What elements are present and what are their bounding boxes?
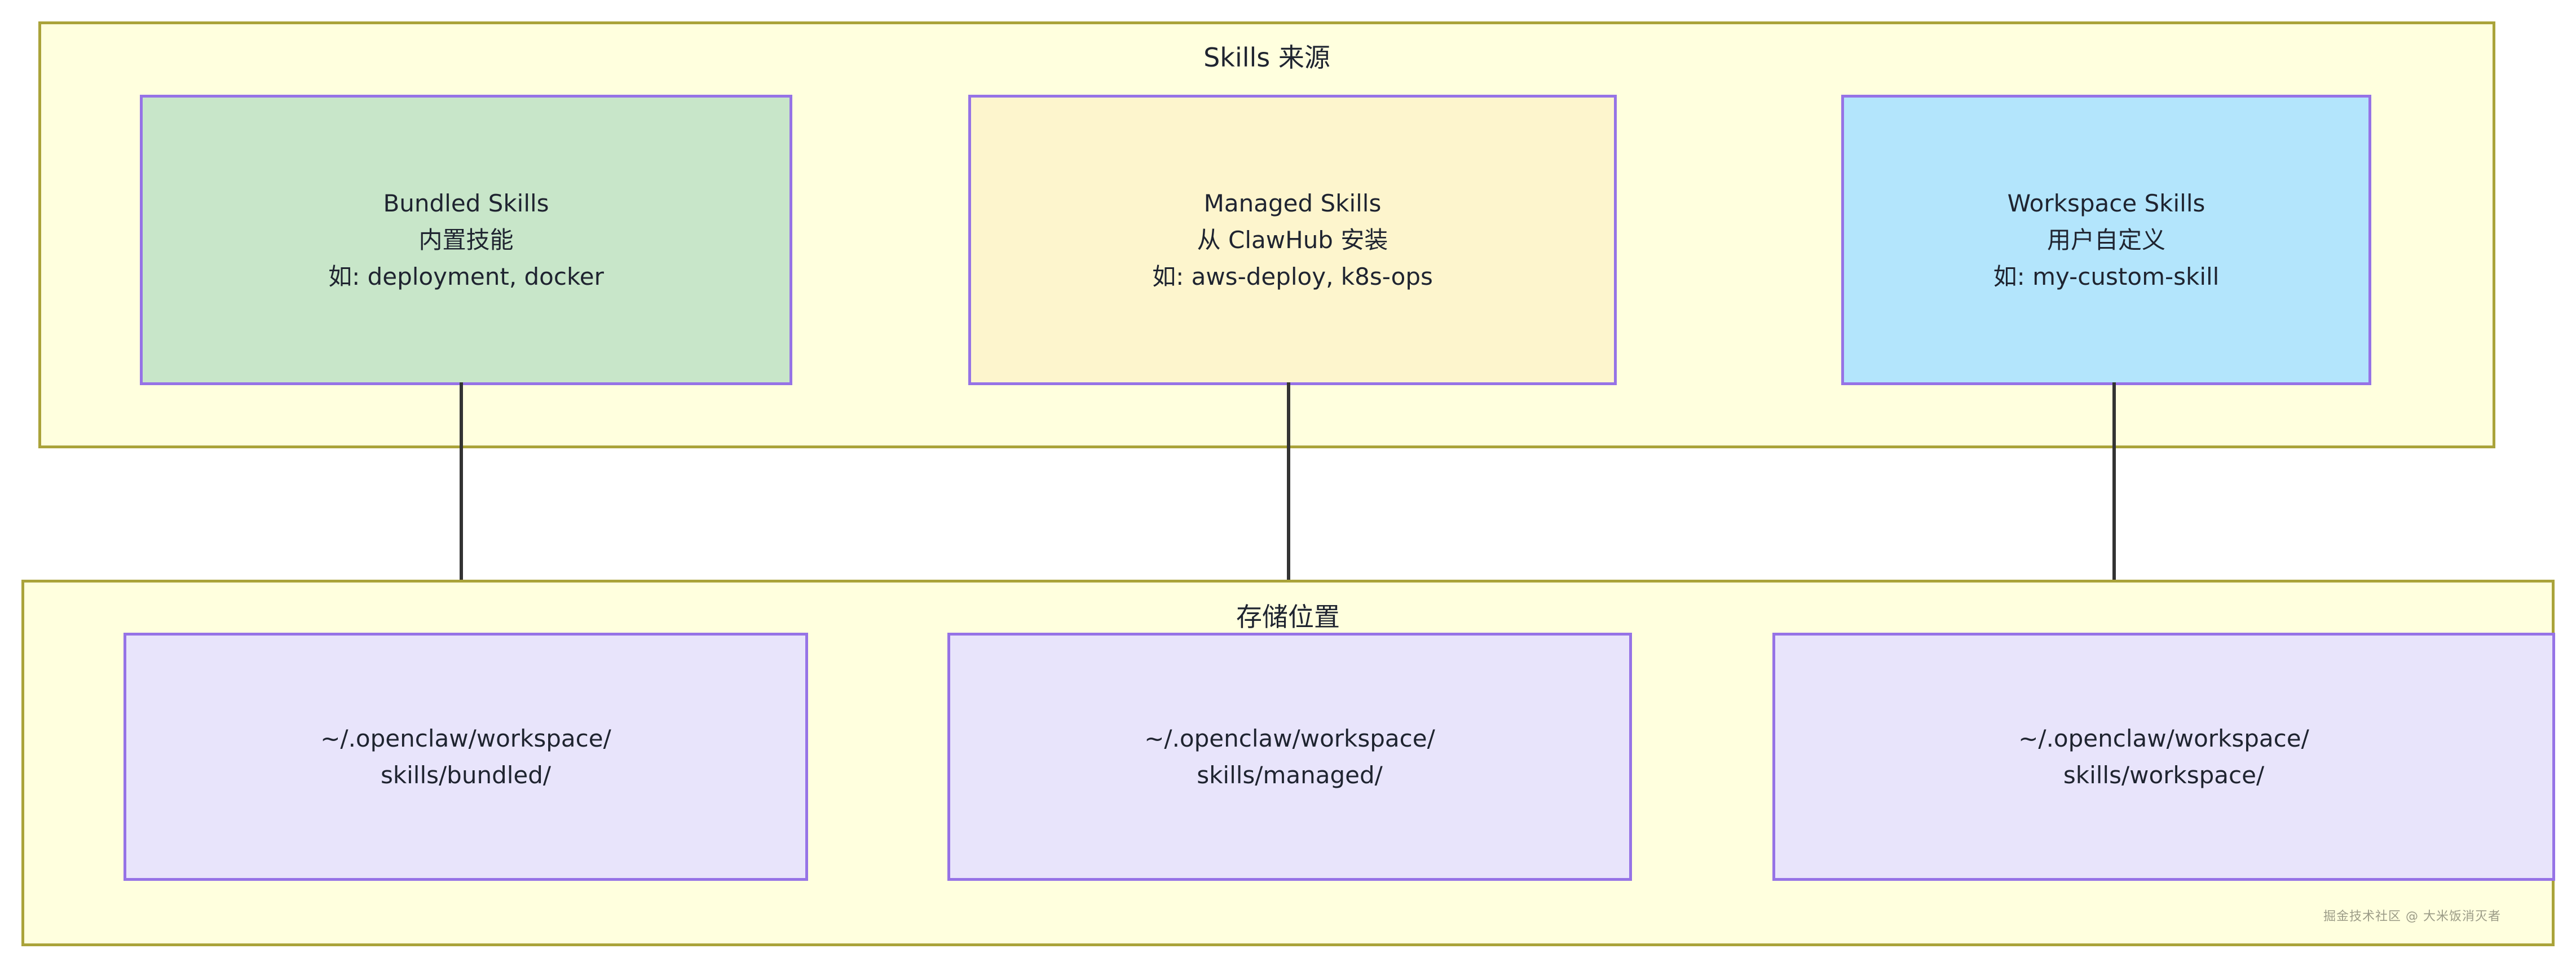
- node-managed-subtitle: 从 ClawHub 安装: [1197, 226, 1388, 254]
- path-bundled-line1: ~/.openclaw/workspace/: [320, 724, 611, 752]
- path-managed-line2: skills/managed/: [1197, 761, 1383, 789]
- group-storage-locations: 存储位置 ~/.openclaw/workspace/ skills/bundl…: [21, 580, 2555, 946]
- node-managed-skills[interactable]: Managed Skills 从 ClawHub 安装 如: aws-deplo…: [968, 95, 1617, 385]
- node-bundled-example: 如: deployment, docker: [328, 263, 604, 291]
- group-sources-title: Skills 来源: [1203, 42, 1330, 73]
- arrow-shaft: [1287, 382, 1290, 623]
- node-workspace-example: 如: my-custom-skill: [1993, 263, 2220, 291]
- arrow-shaft: [2112, 382, 2116, 623]
- path-managed-line1: ~/.openclaw/workspace/: [1144, 724, 1435, 752]
- arrow-shaft: [460, 382, 463, 623]
- node-workspace-skills[interactable]: Workspace Skills 用户自定义 如: my-custom-skil…: [1841, 95, 2371, 385]
- node-bundled-subtitle: 内置技能: [418, 226, 514, 254]
- group-skills-sources: Skills 来源 Bundled Skills 内置技能 如: deploym…: [38, 21, 2495, 448]
- node-bundled-skills[interactable]: Bundled Skills 内置技能 如: deployment, docke…: [140, 95, 792, 385]
- node-path-workspace[interactable]: ~/.openclaw/workspace/ skills/workspace/: [1772, 633, 2555, 881]
- group-storage-title: 存储位置: [1236, 602, 1340, 632]
- node-managed-title: Managed Skills: [1203, 189, 1382, 217]
- path-bundled-line2: skills/bundled/: [380, 761, 552, 789]
- watermark-text: 掘金技术社区 @ 大米饭消灭者: [2323, 910, 2501, 924]
- node-workspace-title: Workspace Skills: [2007, 189, 2206, 217]
- node-path-bundled[interactable]: ~/.openclaw/workspace/ skills/bundled/: [123, 633, 808, 881]
- node-managed-example: 如: aws-deploy, k8s-ops: [1152, 263, 1433, 291]
- path-workspace-line1: ~/.openclaw/workspace/: [2018, 724, 2309, 752]
- node-workspace-subtitle: 用户自定义: [2046, 226, 2165, 254]
- node-bundled-title: Bundled Skills: [383, 189, 549, 217]
- node-path-managed[interactable]: ~/.openclaw/workspace/ skills/managed/: [947, 633, 1632, 881]
- path-workspace-line2: skills/workspace/: [2063, 761, 2265, 789]
